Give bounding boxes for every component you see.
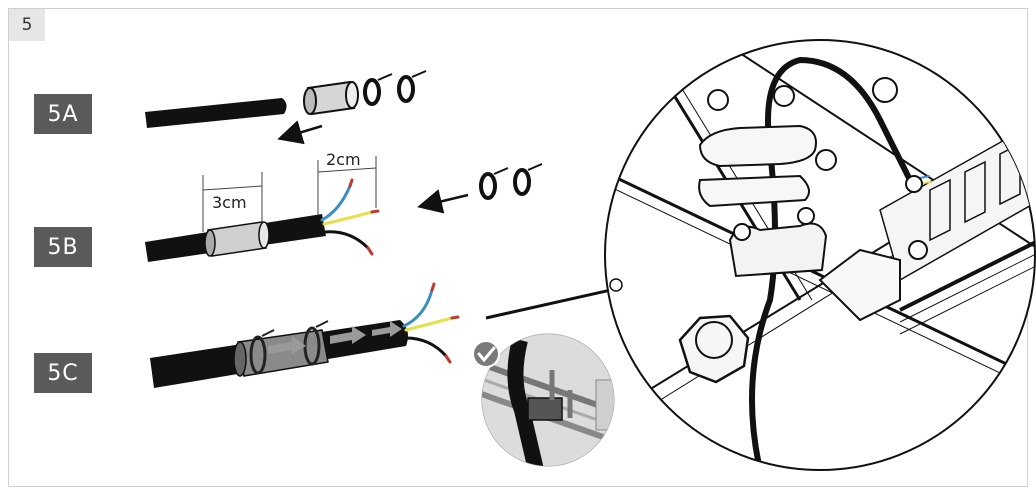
step-number: 5	[9, 9, 45, 41]
clamp-rings-5a	[363, 70, 427, 106]
cable-5a	[145, 98, 287, 128]
arrow-5a	[277, 120, 323, 145]
sleeve-5b	[204, 221, 270, 257]
confirmation-detail	[472, 333, 615, 467]
badge-5b: 5B	[34, 227, 92, 267]
push-arrows-5c	[268, 321, 402, 354]
badge-5c: 5C	[34, 353, 92, 393]
enclosure-detail-view	[604, 39, 1036, 471]
wires-5b	[320, 178, 380, 256]
dimension-2cm	[317, 156, 377, 215]
clamp-rings-5b	[479, 163, 543, 200]
dimension-label-3cm: 3cm	[212, 193, 247, 212]
badge-5a: 5A	[34, 94, 92, 134]
dimension-label-2cm: 2cm	[326, 150, 361, 169]
wires-5c	[402, 282, 460, 364]
sleeve-5a	[303, 80, 359, 116]
step-5b-illustration: 3cm 2cm	[145, 150, 543, 262]
check-icon	[472, 340, 500, 368]
step-5c-illustration	[150, 256, 724, 388]
arrow-5b	[417, 189, 469, 214]
dimension-3cm	[202, 172, 263, 232]
step-5a-illustration	[145, 70, 427, 145]
sleeve-5c	[233, 329, 329, 377]
